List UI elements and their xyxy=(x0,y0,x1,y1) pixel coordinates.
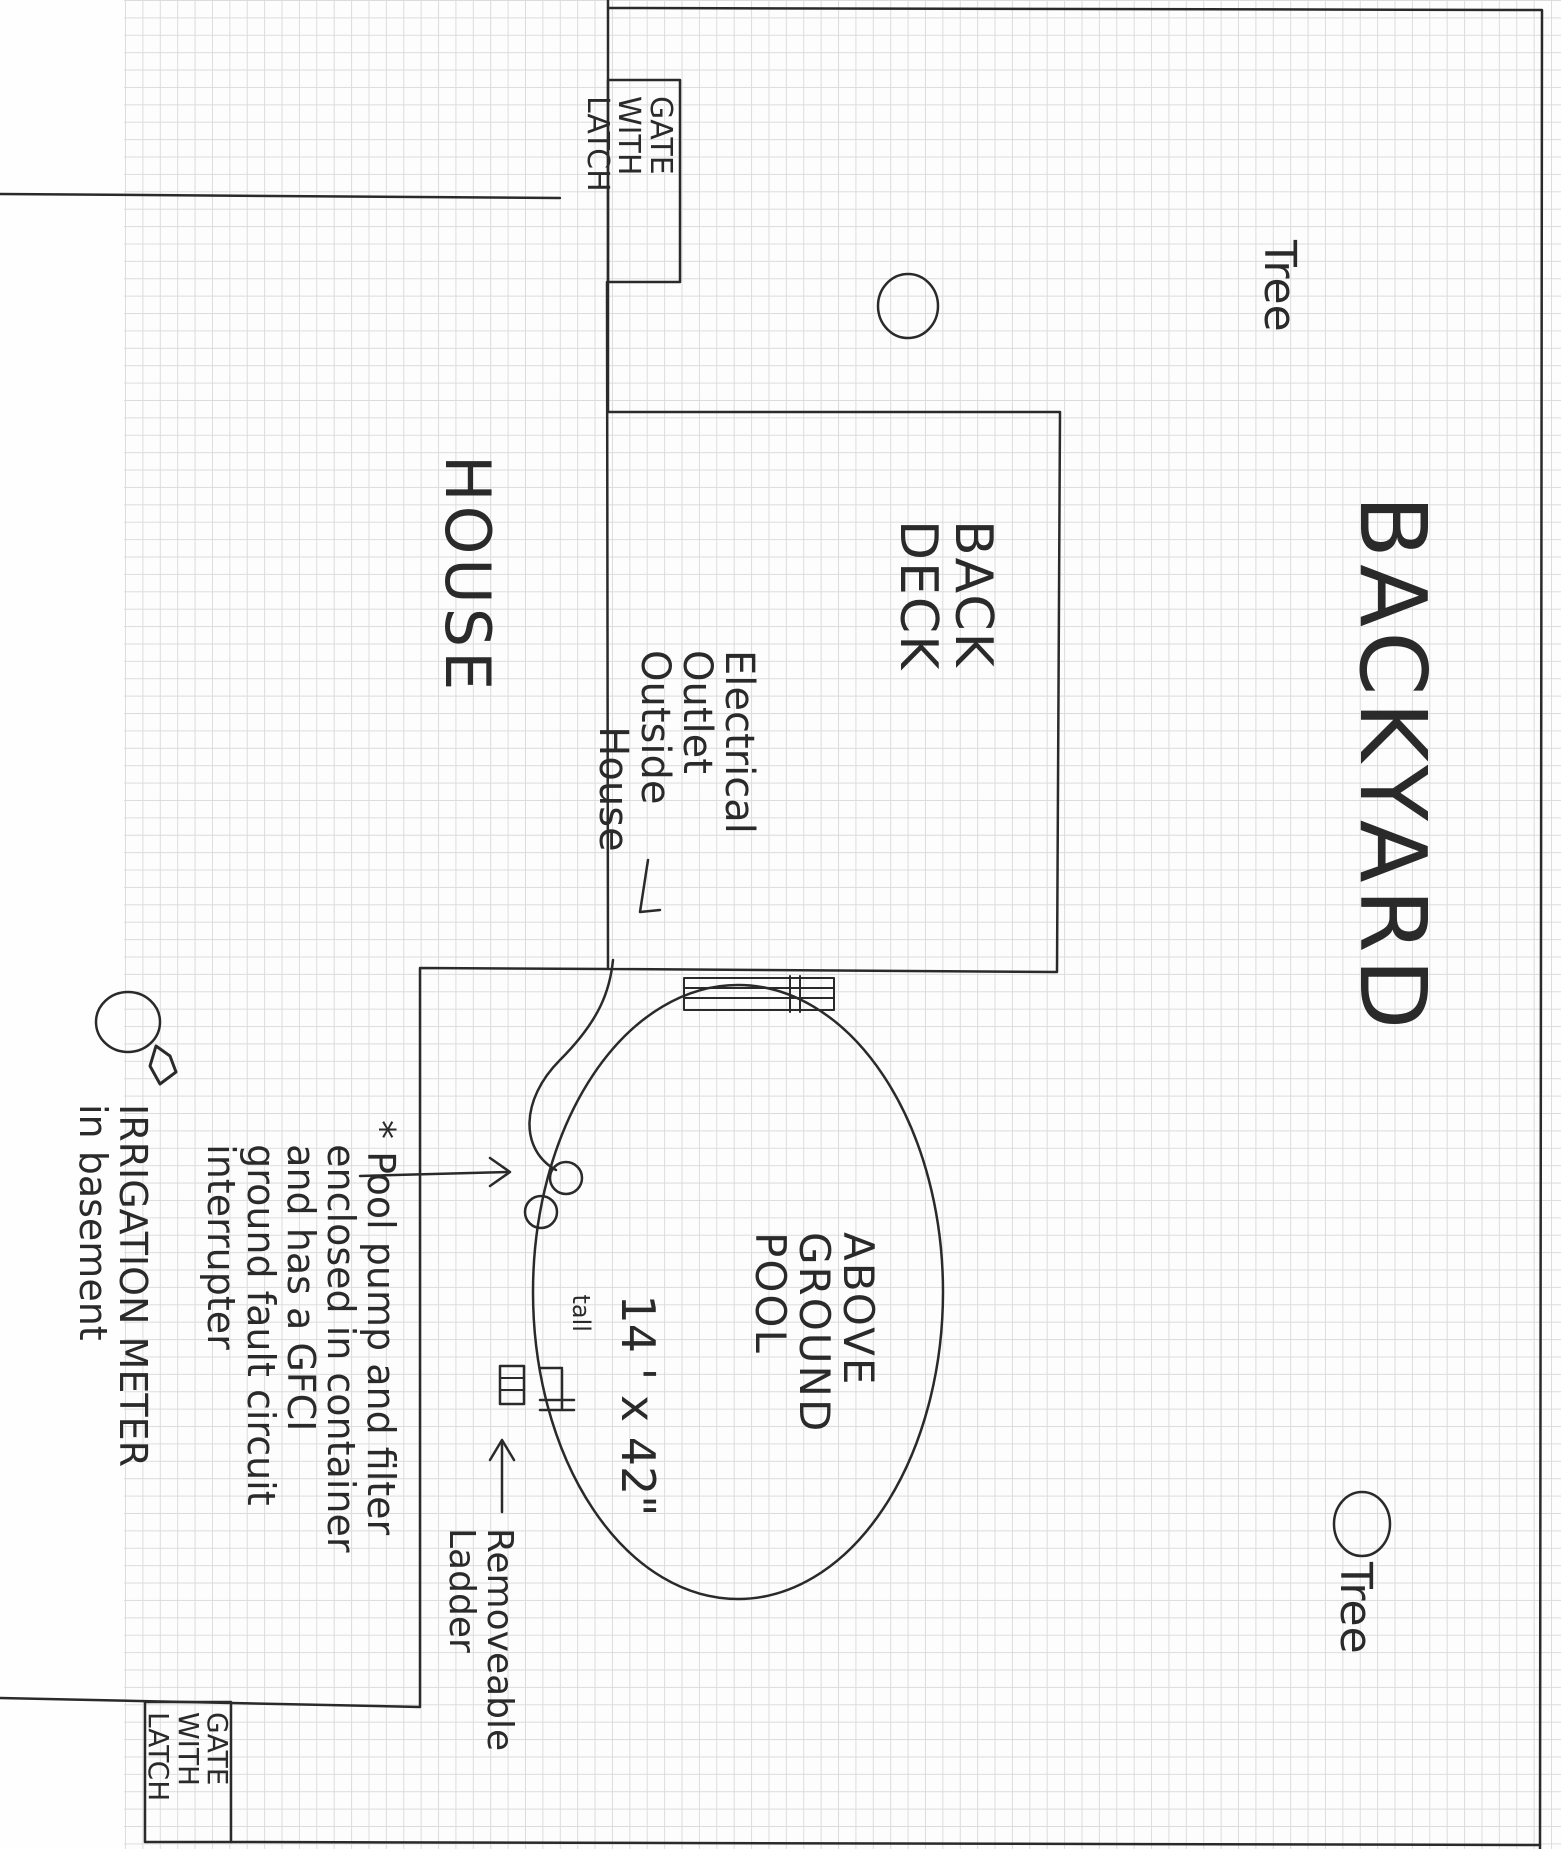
pool-outline xyxy=(531,983,945,1601)
tree-top-label: Tree xyxy=(1254,240,1305,332)
outlet-arrow xyxy=(638,858,662,914)
backyard-label: BACKYARD xyxy=(1339,495,1446,1036)
tree-bottom-label: Tree xyxy=(1330,1562,1381,1654)
gate-top-label: GATE WITH LATCH xyxy=(580,96,678,192)
electrical-outlet-label: Electrical Outlet Outside House xyxy=(590,650,762,852)
gate-bottom-box xyxy=(143,1700,233,1844)
irrigation-meter-symbol xyxy=(94,990,178,1086)
back-deck-label: BACK DECK xyxy=(888,520,1003,672)
pool-size-label: 14 ' x 42" tall xyxy=(517,1236,710,1517)
property-fence xyxy=(606,6,1544,1849)
pool-pump-symbol xyxy=(523,958,615,1230)
pool-pump-note: * Pool pump and filter enclosed in conta… xyxy=(199,1120,403,1553)
removeable-ladder-label: Removeable Ladder xyxy=(441,1528,520,1752)
pool-ladder-symbol xyxy=(498,1364,576,1412)
pool-size-suffix: tall xyxy=(567,1294,596,1332)
tree-bottom-circle xyxy=(1332,1490,1392,1558)
house-wall-top xyxy=(605,0,1062,974)
irrigation-meter-label: IRRIGATION METER in basement xyxy=(71,1104,155,1467)
gate-bottom-label: GATE WITH LATCH xyxy=(142,1712,234,1802)
house-label: HOUSE xyxy=(431,455,504,695)
ladder-arrow xyxy=(488,1438,516,1514)
fence-line-top xyxy=(0,192,562,200)
pump-note-arrow xyxy=(358,1156,512,1188)
tree-top-circle xyxy=(876,272,940,340)
pool-size-value: 14 ' x 42" xyxy=(610,1294,665,1517)
paper-margin xyxy=(0,0,124,1849)
bottom-fence-line xyxy=(229,1840,1542,1847)
pool-title-label: ABOVE GROUND POOL xyxy=(745,1232,883,1434)
